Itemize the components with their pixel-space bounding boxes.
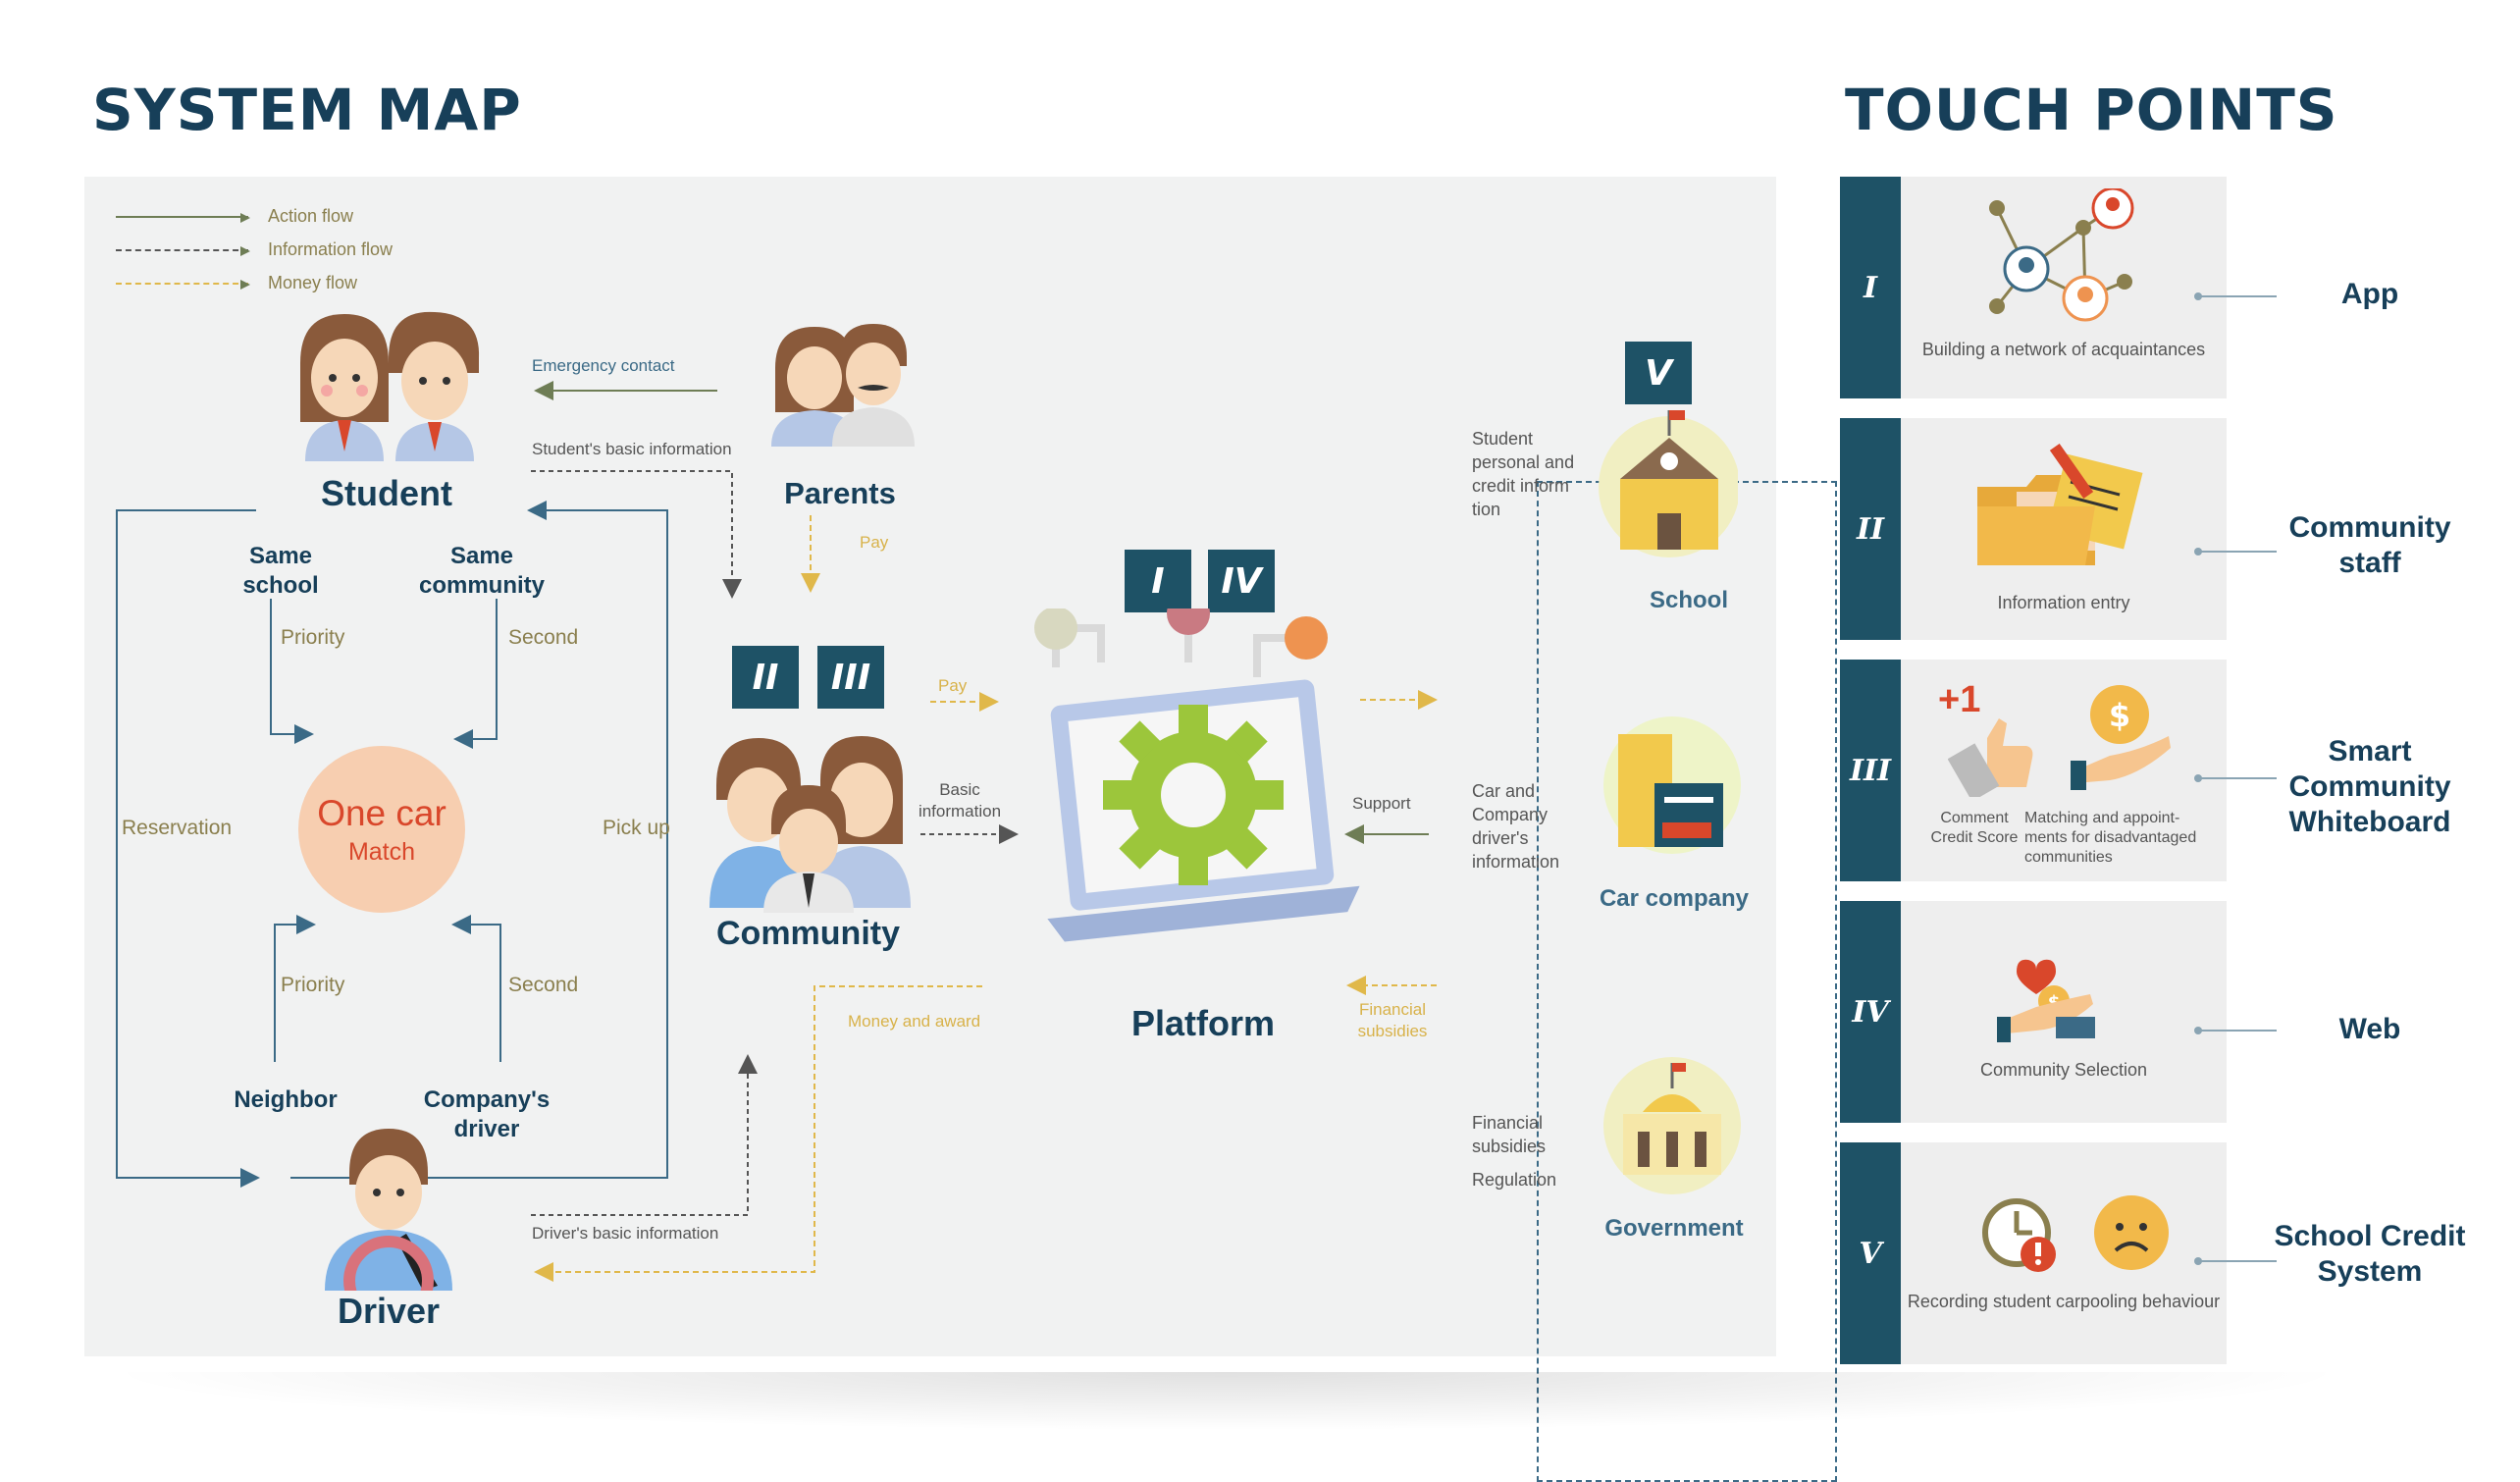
car-company-info-label: Car and Company driver's information xyxy=(1472,781,1560,872)
parents-label: Parents xyxy=(784,476,896,510)
badge-ii: II xyxy=(732,646,799,709)
platform-illustration xyxy=(1034,609,1360,942)
touch-point-web-label: Web xyxy=(2338,1013,2401,1045)
neighbor-label: Neighbor xyxy=(234,1086,338,1113)
touch-point-numeral: I xyxy=(1840,177,1901,398)
student-illustration xyxy=(300,311,480,461)
second-top-label: Second xyxy=(508,626,579,649)
touch-point-caption: Information entry xyxy=(1997,593,2130,612)
basic-information-label: Basic information xyxy=(918,780,1002,820)
same-community-label: Same community xyxy=(418,543,545,599)
government-label: Government xyxy=(1604,1215,1744,1242)
touch-point-app-label: App xyxy=(2340,278,2399,310)
gov-financial-subsidies-label: Financial subsidies xyxy=(1472,1113,1547,1156)
driver-label: Driver xyxy=(337,1291,441,1331)
clock-alert-icon xyxy=(1982,1198,2056,1272)
badge-i: I xyxy=(1125,550,1191,612)
touch-point-i: I Building a network of acquaintances xyxy=(1840,177,2227,398)
touch-point-caption: Recording student carpooling behaviour xyxy=(1907,1292,2221,1311)
svg-text:$: $ xyxy=(2109,697,2130,734)
student-label: Student xyxy=(321,473,452,513)
touch-point-iii-connector xyxy=(2194,774,2277,782)
touch-point-v: V Recording student carpooling behaviour xyxy=(1840,1142,2227,1364)
school-info-label: Student personal and credit inform tion xyxy=(1472,429,1575,519)
badge-v: V xyxy=(1625,342,1692,404)
driver-illustration xyxy=(325,1129,452,1291)
government-illustration xyxy=(1603,1057,1741,1194)
page-shadow xyxy=(98,1372,2355,1431)
system-map-panel: Action flow Information flow Money flow xyxy=(84,177,1837,1482)
company-driver-label: Company's driver xyxy=(423,1086,551,1142)
coin-hand-icon: $ xyxy=(2071,685,2171,790)
flow-connectors xyxy=(116,381,1438,1282)
comment-credit-score-caption: Comment Credit Score xyxy=(1930,810,2019,846)
touch-point-ii: II Information entry xyxy=(1840,418,2227,640)
same-school-label: Same school xyxy=(242,543,319,599)
community-label: Community xyxy=(716,915,900,952)
legend-money-flow: Money flow xyxy=(116,273,357,293)
legend-action-flow: Action flow xyxy=(116,206,353,227)
priority-top-label: Priority xyxy=(281,626,345,649)
touch-point-ii-connector xyxy=(2194,548,2277,556)
car-company-illustration xyxy=(1603,716,1741,854)
community-illustration xyxy=(709,736,911,913)
touch-point-i-connector xyxy=(2194,292,2277,300)
matching-caption: Matching and appoint- ments for disadvan… xyxy=(2024,810,2197,866)
badge-iii: III xyxy=(817,646,884,709)
touch-point-caption: Building a network of acquaintances xyxy=(1921,340,2206,359)
system-map-title: SYSTEM MAP xyxy=(92,77,522,143)
car-company-label: Car company xyxy=(1599,885,1750,912)
parents-illustration xyxy=(771,324,915,447)
network-icon xyxy=(1989,188,2134,322)
touch-point-numeral: II xyxy=(1840,418,1901,640)
gov-regulation-label: Regulation xyxy=(1472,1170,1557,1190)
driver-basic-info-label: Driver's basic information xyxy=(532,1224,719,1243)
touch-point-v-connector xyxy=(2194,1257,2277,1265)
folder-icon xyxy=(1977,443,2143,565)
thumbs-up-icon xyxy=(1948,718,2033,797)
money-and-award-label: Money and award xyxy=(848,1012,981,1031)
touch-point-school-credit-label: School Credit System xyxy=(2274,1220,2466,1288)
second-bottom-label: Second xyxy=(508,974,579,996)
legend-information-flow: Information flow xyxy=(116,239,393,260)
stakeholders-box xyxy=(1537,481,1837,1482)
touch-point-numeral: IV xyxy=(1840,901,1901,1123)
community-pay-label: Pay xyxy=(938,676,968,695)
touch-point-numeral: V xyxy=(1840,1142,1901,1364)
match-title: One car xyxy=(317,793,446,833)
support-label: Support xyxy=(1352,794,1411,813)
selection-icon: $ xyxy=(1997,959,2095,1042)
touch-point-iv: IV $ Community Selection xyxy=(1840,901,2227,1123)
touch-point-whiteboard-label: Smart Community Whiteboard xyxy=(2288,735,2451,838)
touch-point-numeral: III xyxy=(1840,660,1901,881)
sad-face-icon xyxy=(2094,1195,2169,1270)
one-car-match-node: One car Match xyxy=(298,746,465,913)
touch-point-community-staff-label: Community staff xyxy=(2288,511,2451,579)
parents-pay-label: Pay xyxy=(860,533,889,552)
platform-label: Platform xyxy=(1130,1003,1276,1043)
touch-point-caption: Community Selection xyxy=(1979,1060,2148,1080)
school-label: School xyxy=(1649,587,1728,613)
badge-iv: IV xyxy=(1208,550,1275,612)
financial-subsidies-flow-label: Financial subsidies xyxy=(1357,1000,1428,1040)
touch-point-iv-connector xyxy=(2194,1027,2277,1034)
reservation-label: Reservation xyxy=(122,817,233,839)
pick-up-label: Pick up xyxy=(603,817,670,839)
match-subtitle: Match xyxy=(347,838,416,866)
priority-bottom-label: Priority xyxy=(281,974,345,996)
school-illustration xyxy=(1599,410,1738,557)
student-basic-info-label: Student's basic information xyxy=(532,440,732,458)
plus-one-text: +1 xyxy=(1938,679,1981,720)
touch-point-iii: III +1 $ Comment Credit Score Matching a… xyxy=(1840,660,2227,881)
emergency-contact-label: Emergency contact xyxy=(532,356,675,375)
touch-points-title: TOUCH POINTS xyxy=(1845,77,2338,143)
